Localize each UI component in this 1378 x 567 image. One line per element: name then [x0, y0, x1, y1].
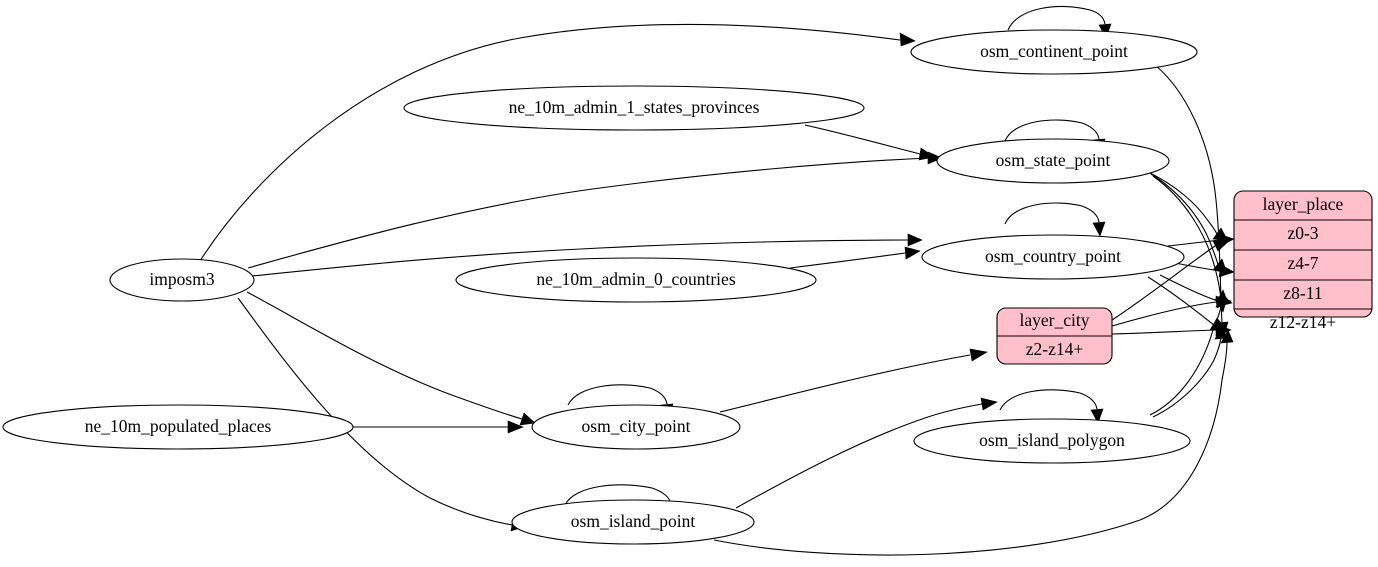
node-osm_country_point[interactable]: osm_country_point [921, 234, 1185, 280]
node-osm_city_point[interactable]: osm_city_point [531, 404, 741, 450]
node-ne_10m_populated_places[interactable]: ne_10m_populated_places [2, 404, 354, 450]
edge-ne_10m_populated_places-to-osm_city_point [352, 420, 524, 434]
node-imposm3[interactable]: imposm3 [109, 258, 255, 302]
record-layer_place[interactable]: layer_place z0-3 z4-7 z8-11 z12-z14+ [1233, 190, 1373, 332]
edge-imposm3-to-osm_city_point [246, 291, 536, 426]
edge-ne_10m_admin_0_countries-to-osm_country_point [789, 246, 921, 269]
edge-imposm3-to-osm_state_point [247, 151, 943, 269]
edge-osm_island_point-to-osm_island_polygon [735, 397, 998, 509]
node-layer: imposm3 ne_10m_admin_1_states_provinces … [2, 29, 1198, 545]
node-osm_island_polygon[interactable]: osm_island_polygon [913, 418, 1191, 464]
record-layer_city[interactable]: layer_city z2-z14+ [996, 307, 1113, 365]
edge-osm_island_polygon-to-layer_place-z12 [1152, 325, 1228, 418]
edge-osm_country_point-to-layer_place-z4 [1169, 261, 1235, 278]
edge-layer_city-to-layer_place-z8 [1111, 295, 1232, 327]
node-osm_continent_point[interactable]: osm_continent_point [910, 29, 1198, 75]
edge-osm_country_point-to-layer_place-z12 [1147, 276, 1227, 331]
edge-ne_10m_admin_1_states_provinces-to-osm_state_point [804, 124, 935, 161]
edge-osm_city_point-to-layer_city [719, 348, 988, 413]
edge-imposm3-to-osm_continent_point [199, 23, 916, 262]
node-ne_10m_admin_0_countries[interactable]: ne_10m_admin_0_countries [455, 257, 817, 303]
edge-self-loop-osm_island_polygon [999, 389, 1104, 424]
node-osm_state_point[interactable]: osm_state_point [936, 138, 1170, 184]
node-ne_10m_admin_1_states_provinces[interactable]: ne_10m_admin_1_states_provinces [403, 85, 865, 131]
edge-osm_continent_point-to-layer_place-z12 [1154, 64, 1229, 337]
edge-layer_city-to-layer_place-z0 [1111, 239, 1231, 321]
edge-self-loop-osm_country_point [1004, 202, 1106, 237]
edge-imposm3-to-osm_country_point [251, 233, 923, 277]
edge-osm_island_point-to-layer_place-z12 [713, 329, 1234, 556]
node-osm_island_point[interactable]: osm_island_point [511, 499, 755, 545]
edge-osm_island_polygon-to-layer_place-z8 [1149, 289, 1229, 416]
